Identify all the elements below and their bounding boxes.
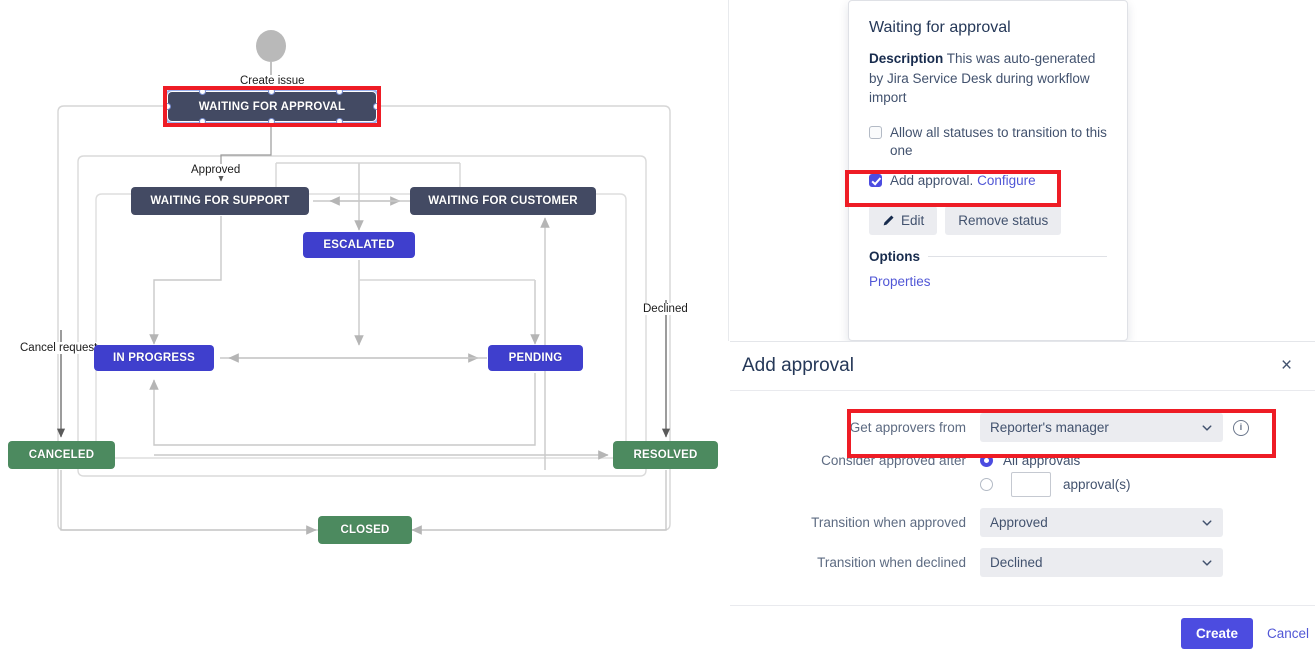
- close-icon[interactable]: ×: [1275, 355, 1297, 377]
- edit-button[interactable]: Edit: [869, 206, 938, 236]
- dialog-title: Add approval: [742, 355, 854, 376]
- pencil-icon: [882, 214, 895, 227]
- resize-handle-n1[interactable]: [199, 88, 206, 95]
- field-row-transition-approved: Transition when approved Approved: [730, 508, 1315, 537]
- approvers-select[interactable]: Reporter's manager: [980, 413, 1223, 442]
- node-label: RESOLVED: [633, 449, 698, 461]
- transition-declined-control: Declined: [980, 548, 1223, 577]
- properties-link[interactable]: Properties: [869, 274, 931, 290]
- radio-all-approvals[interactable]: [980, 454, 993, 467]
- field-row-approvers: Get approvers from Reporter's manager i: [730, 413, 1315, 442]
- resize-handle-n2[interactable]: [268, 88, 275, 95]
- add-approval-row[interactable]: Add approval. Configure: [869, 172, 1107, 190]
- workflow-node-pending[interactable]: PENDING: [488, 345, 583, 371]
- options-heading-row: Options: [869, 249, 1107, 264]
- allow-all-statuses-row[interactable]: Allow all statuses to transition to this…: [869, 124, 1107, 160]
- add-approval-dialog: Add approval × Get approvers from Report…: [730, 341, 1315, 660]
- allow-all-statuses-checkbox[interactable]: [869, 125, 882, 139]
- transition-declined-select[interactable]: Declined: [980, 548, 1223, 577]
- approvers-select-value: Reporter's manager: [990, 420, 1109, 435]
- resize-handle-n3[interactable]: [336, 88, 343, 95]
- edge-label-approved: Approved: [189, 164, 243, 176]
- info-icon[interactable]: i: [1233, 419, 1249, 436]
- dialog-body: Get approvers from Reporter's manager i …: [730, 391, 1315, 577]
- resize-handle-s1[interactable]: [199, 118, 206, 125]
- dialog-header: Add approval ×: [730, 342, 1315, 391]
- add-approval-label: Add approval. Configure: [890, 172, 1036, 190]
- chevron-down-icon: [1201, 557, 1213, 569]
- start-circle-icon[interactable]: [256, 30, 286, 62]
- configure-link[interactable]: Configure: [977, 173, 1036, 189]
- popup-title: Waiting for approval: [869, 19, 1011, 36]
- popup-description: Description This was auto-generated by J…: [869, 49, 1107, 108]
- edge-label-cancel-request: Cancel request: [18, 342, 100, 354]
- resize-handle-s3[interactable]: [336, 118, 343, 125]
- remove-status-button[interactable]: Remove status: [945, 206, 1062, 236]
- approval-count-input[interactable]: [1011, 472, 1051, 497]
- dialog-footer: Create Cancel: [730, 605, 1315, 660]
- workflow-node-resolved[interactable]: RESOLVED: [613, 441, 718, 469]
- description-text: This was auto-generated by Jira Service …: [869, 51, 1096, 106]
- approvers-label: Get approvers from: [849, 420, 966, 435]
- transition-declined-value: Declined: [990, 555, 1043, 570]
- node-label: PENDING: [508, 352, 563, 364]
- workflow-node-closed[interactable]: CLOSED: [318, 516, 412, 544]
- workflow-node-in-progress[interactable]: IN PROGRESS: [94, 345, 214, 371]
- field-row-transition-declined: Transition when declined Declined: [730, 548, 1315, 577]
- node-label: WAITING FOR APPROVAL: [198, 100, 346, 113]
- node-label: ESCALATED: [323, 239, 395, 251]
- approval-count-suffix: approval(s): [1063, 477, 1131, 492]
- transition-declined-label: Transition when declined: [817, 555, 966, 570]
- chevron-down-icon: [1201, 517, 1213, 529]
- create-button[interactable]: Create: [1180, 617, 1253, 649]
- edge-label-declined: Declined: [641, 303, 690, 315]
- approval-count-control: approval(s): [980, 472, 1131, 497]
- workflow-node-canceled[interactable]: CANCELED: [8, 441, 115, 469]
- workflow-diagram-canvas[interactable]: Create issue Approved Declined Cancel re…: [0, 0, 728, 660]
- consider-approved-control: All approvals: [980, 453, 1080, 468]
- field-row-consider-approved: Consider approved after All approvals: [730, 453, 1315, 468]
- resize-handle-s2[interactable]: [268, 118, 275, 125]
- status-detail-popup: Waiting for approval Description This wa…: [845, 0, 1128, 341]
- consider-approved-label: Consider approved after: [821, 453, 966, 468]
- node-label: WAITING FOR CUSTOMER: [428, 195, 578, 207]
- node-label: CANCELED: [28, 449, 95, 461]
- workflow-node-waiting-for-customer[interactable]: WAITING FOR CUSTOMER: [410, 187, 596, 215]
- transition-approved-control: Approved: [980, 508, 1223, 537]
- workflow-connectors: [56, 62, 671, 535]
- remove-status-label: Remove status: [958, 213, 1049, 229]
- resize-handle-e[interactable]: [373, 103, 380, 110]
- radio-all-approvals-label: All approvals: [1003, 453, 1081, 468]
- edit-button-label: Edit: [901, 213, 925, 229]
- description-label: Description: [869, 51, 944, 66]
- workflow-node-waiting-for-approval[interactable]: WAITING FOR APPROVAL: [164, 88, 380, 125]
- transition-approved-select[interactable]: Approved: [980, 508, 1223, 537]
- transition-approved-value: Approved: [990, 515, 1048, 530]
- field-row-approval-count: approval(s): [730, 472, 1315, 497]
- options-divider: [928, 256, 1107, 258]
- popup-button-row: Edit Remove status: [869, 206, 1107, 236]
- chevron-down-icon: [1201, 422, 1213, 434]
- add-approval-text: Add approval.: [890, 173, 974, 189]
- resize-handle-w[interactable]: [164, 103, 171, 110]
- panel-divider: [728, 0, 729, 341]
- add-approval-checkbox[interactable]: [869, 174, 882, 188]
- transition-approved-label: Transition when approved: [811, 515, 966, 530]
- approvers-control: Reporter's manager i: [980, 413, 1249, 442]
- workflow-node-escalated[interactable]: ESCALATED: [303, 232, 415, 258]
- radio-approval-count[interactable]: [980, 478, 993, 491]
- allow-all-statuses-label: Allow all statuses to transition to this…: [890, 124, 1107, 158]
- node-label: CLOSED: [340, 524, 390, 536]
- node-label: IN PROGRESS: [112, 352, 196, 364]
- cancel-button[interactable]: Cancel: [1266, 625, 1309, 641]
- edge-label-create-issue: Create issue: [238, 75, 307, 87]
- workflow-node-waiting-for-support[interactable]: WAITING FOR SUPPORT: [131, 187, 309, 215]
- node-label: WAITING FOR SUPPORT: [150, 195, 290, 207]
- options-heading: Options: [869, 249, 920, 265]
